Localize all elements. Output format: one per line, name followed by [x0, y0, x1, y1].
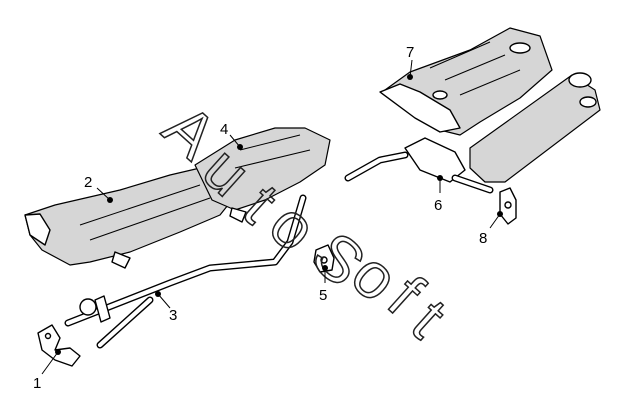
callout-1: 1: [33, 349, 61, 392]
callout-2: 2: [84, 174, 113, 203]
callout-5: 5: [319, 265, 328, 304]
callout-8: 8: [479, 211, 503, 247]
callout-label: 8: [479, 230, 487, 247]
part-catalyst-shield: [194, 127, 331, 223]
callout-label: 3: [169, 307, 177, 324]
part-front-heat-shield: [24, 167, 241, 269]
callout-label: 1: [33, 375, 41, 392]
part-rear-hanger: [499, 187, 517, 225]
callout-label: 5: [319, 287, 327, 304]
callout-label: 7: [406, 44, 414, 61]
callout-7: 7: [406, 44, 414, 80]
part-middle-hanger: [313, 244, 335, 273]
callout-label: 2: [84, 174, 92, 191]
part-rear-heat-shield: [379, 27, 553, 136]
part-front-bracket: [37, 324, 81, 367]
part-front-pipe: [64, 194, 307, 349]
callout-4: 4: [220, 121, 243, 150]
callout-3: 3: [155, 291, 177, 324]
part-rear-muffler: [344, 72, 601, 194]
callout-label: 6: [434, 197, 442, 214]
callout-6: 6: [434, 175, 443, 214]
callout-label: 4: [220, 121, 228, 138]
